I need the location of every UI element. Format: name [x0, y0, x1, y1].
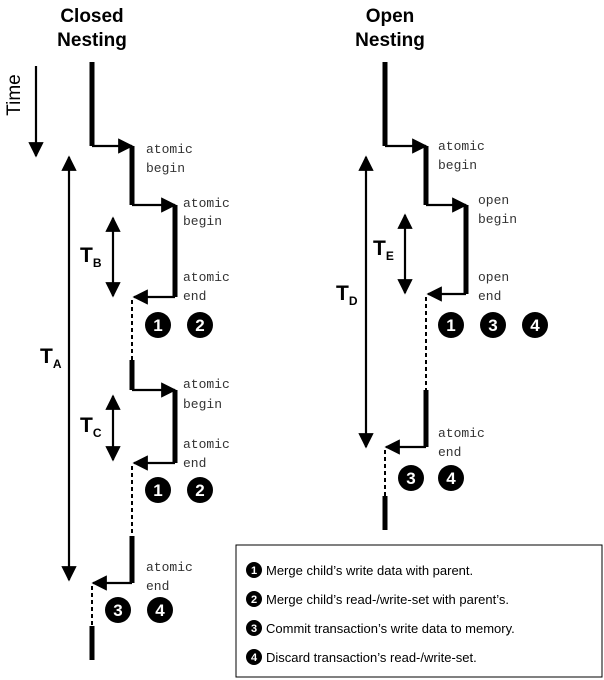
open-td-sub: D — [349, 294, 358, 308]
open-atomic-end-b: end — [438, 445, 461, 460]
legend-item-4: 4 Discard transaction’s read-/write-set. — [246, 649, 477, 665]
open-badge-3-te: 3 — [480, 312, 506, 338]
open-te-sub: E — [386, 249, 394, 263]
closed-badge-4-ta: 4 — [147, 597, 173, 623]
closed-nesting-title-line2: Nesting — [57, 30, 127, 51]
closed-badge-2-tc: 2 — [187, 477, 213, 503]
closed-atomic-begin-2-a: atomic — [183, 196, 230, 211]
closed-atomic-begin-3-a: atomic — [183, 377, 230, 392]
svg-text:4: 4 — [530, 316, 540, 335]
open-open-begin-a: open — [478, 193, 509, 208]
closed-atomic-begin-1-b: begin — [146, 161, 185, 176]
open-nesting-title-line2: Nesting — [355, 30, 425, 51]
open-atomic-begin-a: atomic — [438, 139, 485, 154]
closed-tc-main: T — [80, 414, 93, 437]
svg-text:3: 3 — [488, 316, 497, 335]
closed-atomic-end-1-b: end — [146, 579, 169, 594]
closed-tc-label: TC — [80, 414, 102, 440]
open-badge-1-te: 1 — [438, 312, 464, 338]
open-open-end-b: end — [478, 289, 501, 304]
svg-text:3: 3 — [406, 469, 415, 488]
legend-item-1: 1 Merge child’s write data with parent. — [246, 562, 473, 578]
closed-atomic-end-1-a: atomic — [146, 560, 193, 575]
open-td-label: TD — [336, 282, 358, 308]
open-open-begin-b: begin — [478, 212, 517, 227]
svg-text:1: 1 — [153, 316, 162, 335]
open-nesting-title-line1: Open — [366, 6, 415, 27]
closed-nesting-title-line1: Closed — [60, 6, 123, 27]
open-atomic-begin-b: begin — [438, 158, 477, 173]
closed-badge-3-ta: 3 — [105, 597, 131, 623]
svg-text:3: 3 — [113, 601, 122, 620]
open-atomic-end-a: atomic — [438, 426, 485, 441]
closed-ta-main: T — [40, 345, 53, 368]
open-td-main: T — [336, 282, 349, 305]
closed-ta-label: TA — [40, 345, 62, 371]
svg-text:1: 1 — [153, 481, 162, 500]
legend-box: 1 Merge child’s write data with parent. … — [235, 544, 603, 678]
svg-text:1: 1 — [251, 565, 257, 577]
legend-text-4: Discard transaction’s read-/write-set. — [266, 650, 477, 665]
svg-text:4: 4 — [251, 652, 258, 664]
open-te-label: TE — [373, 237, 394, 263]
closed-atomic-end-2-a: atomic — [183, 270, 230, 285]
svg-text:2: 2 — [251, 594, 257, 606]
svg-text:1: 1 — [446, 316, 455, 335]
svg-text:2: 2 — [195, 481, 204, 500]
open-open-end-a: open — [478, 270, 509, 285]
legend-border — [235, 544, 603, 678]
open-badge-4-td: 4 — [438, 465, 464, 491]
time-label: Time — [4, 74, 25, 116]
svg-text:3: 3 — [251, 623, 257, 635]
closed-badge-2-tb: 2 — [187, 312, 213, 338]
closed-atomic-end-2-b: end — [183, 289, 206, 304]
closed-nesting-threads — [89, 62, 178, 660]
closed-atomic-end-3-a: atomic — [183, 437, 230, 452]
svg-text:2: 2 — [195, 316, 204, 335]
open-nesting-threads — [382, 62, 469, 530]
legend-text-2: Merge child’s read-/write-set with paren… — [266, 592, 509, 607]
legend-text-3: Commit transaction’s write data to memor… — [266, 621, 515, 636]
closed-atomic-end-3-b: end — [183, 456, 206, 471]
closed-ta-sub: A — [53, 357, 62, 371]
closed-tb-main: T — [80, 244, 93, 267]
closed-tc-sub: C — [93, 426, 102, 440]
closed-atomic-begin-1-a: atomic — [146, 142, 193, 157]
closed-tb-sub: B — [93, 256, 102, 270]
svg-text:4: 4 — [446, 469, 456, 488]
closed-tb-label: TB — [80, 244, 102, 270]
open-te-main: T — [373, 237, 386, 260]
closed-atomic-begin-2-b: begin — [183, 214, 222, 229]
legend-item-2: 2 Merge child’s read-/write-set with par… — [246, 591, 509, 607]
open-badge-3-td: 3 — [398, 465, 424, 491]
closed-badge-1-tb: 1 — [145, 312, 171, 338]
legend-item-3: 3 Commit transaction’s write data to mem… — [246, 620, 515, 636]
closed-badge-1-tc: 1 — [145, 477, 171, 503]
svg-text:4: 4 — [155, 601, 165, 620]
open-badge-4-te: 4 — [522, 312, 548, 338]
closed-atomic-begin-3-b: begin — [183, 397, 222, 412]
legend-text-1: Merge child’s write data with parent. — [266, 563, 473, 578]
